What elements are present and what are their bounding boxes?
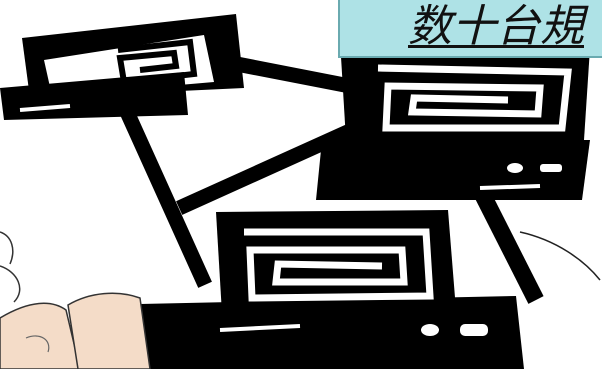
person-sketch <box>0 232 150 369</box>
title-text: 数十台規 <box>408 2 584 52</box>
computer-top-right <box>316 40 590 200</box>
computer-top-left <box>0 14 244 120</box>
cable-left <box>118 92 202 278</box>
decorative-curve <box>520 232 600 280</box>
title-banner: 数十台規 <box>338 0 602 58</box>
